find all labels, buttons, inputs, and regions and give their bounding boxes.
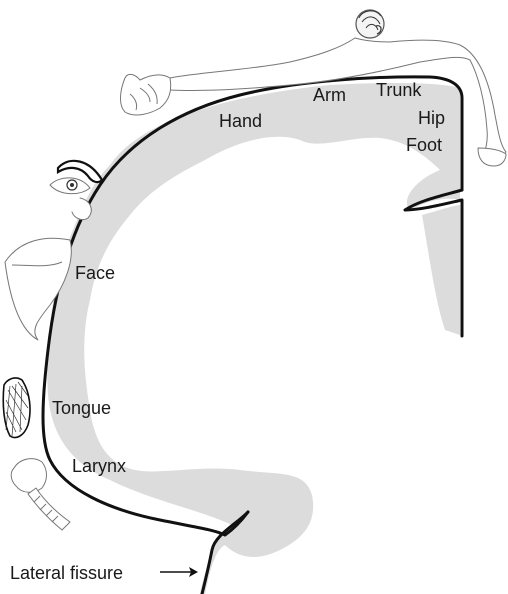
cortex-medial-strip xyxy=(422,205,460,335)
hand-sketch xyxy=(120,74,170,115)
label-hand: Hand xyxy=(219,111,262,131)
label-face: Face xyxy=(75,263,115,283)
tongue-outline xyxy=(3,378,30,438)
larynx-outline xyxy=(11,459,46,493)
trachea-sketch xyxy=(28,488,70,530)
larynx-sketch xyxy=(11,459,70,530)
label-larynx: Larynx xyxy=(72,456,126,476)
tongue-sketch xyxy=(3,378,30,438)
label-foot: Foot xyxy=(406,135,442,155)
label-trunk: Trunk xyxy=(376,80,422,100)
label-arm: Arm xyxy=(313,85,346,105)
pupil-icon xyxy=(70,183,74,187)
label-lateral-fissure: Lateral fissure xyxy=(10,563,123,583)
cortex-gray-matter xyxy=(47,83,460,594)
label-tongue: Tongue xyxy=(52,398,111,418)
label-hip: Hip xyxy=(418,108,445,128)
